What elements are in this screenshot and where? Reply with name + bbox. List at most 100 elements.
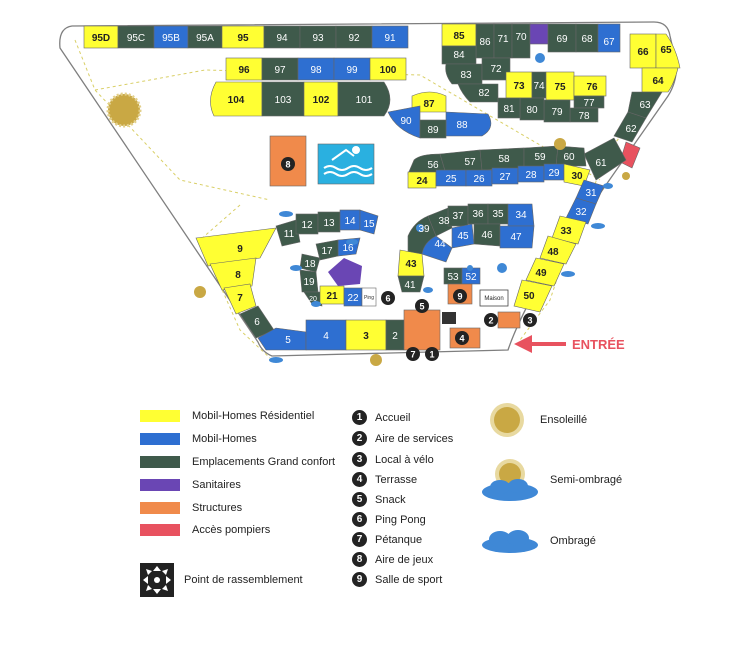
service-structure xyxy=(497,311,521,329)
pitch-65[interactable] xyxy=(655,33,681,69)
pitch-label: 5 xyxy=(285,335,291,346)
pitch-75[interactable] xyxy=(545,71,575,101)
pitch-100[interactable] xyxy=(369,57,407,81)
pitch-label: 104 xyxy=(228,95,245,106)
marker-4[interactable]: 4 xyxy=(455,331,469,345)
legend-label: Point de rassemblement xyxy=(184,574,303,586)
maison-label: Maison xyxy=(484,296,503,302)
pitch-4[interactable] xyxy=(305,319,347,351)
pitch-label: 28 xyxy=(525,170,537,181)
marker-9[interactable]: 9 xyxy=(453,289,467,303)
pitch-64[interactable] xyxy=(641,67,679,93)
sun-icon xyxy=(490,403,524,437)
pitch-label: 61 xyxy=(595,158,607,169)
pitch-33[interactable] xyxy=(551,215,587,245)
facility-number: 1 xyxy=(352,410,367,425)
pitch-label: 48 xyxy=(547,247,559,258)
swimmer-icon xyxy=(323,146,373,177)
pitch-47[interactable] xyxy=(499,225,535,249)
pitch-7[interactable] xyxy=(223,283,257,315)
pitch-label: 80 xyxy=(526,105,538,116)
pitch-41[interactable] xyxy=(397,275,425,293)
facility-number: 8 xyxy=(352,552,367,567)
pitch-label: 30 xyxy=(571,171,583,182)
pitch-label: 92 xyxy=(348,33,360,44)
facility-label: Aire de services xyxy=(375,432,454,445)
pitch-72[interactable] xyxy=(481,57,511,81)
svg-text:8: 8 xyxy=(285,160,290,170)
pitch-48[interactable] xyxy=(539,235,577,265)
pitch-label: 73 xyxy=(513,81,525,92)
pitch-88[interactable] xyxy=(445,111,492,137)
facility-label: Accueil xyxy=(375,411,411,424)
pitch-label: 79 xyxy=(551,107,563,118)
pitch-102[interactable] xyxy=(303,81,339,117)
pitch-73[interactable] xyxy=(505,71,533,99)
pitch-67[interactable] xyxy=(597,23,621,53)
facility-number: 2 xyxy=(352,431,367,446)
pitch-87[interactable] xyxy=(411,91,447,113)
pitch-103[interactable] xyxy=(261,81,305,117)
pitch-81[interactable] xyxy=(497,97,521,119)
legend-label: Ombragé xyxy=(550,535,596,547)
pitch-104[interactable] xyxy=(210,81,263,117)
pitch-60[interactable] xyxy=(555,145,587,167)
structures-accueil xyxy=(403,309,441,351)
facility-number: 5 xyxy=(352,492,367,507)
swatch-grand-confort xyxy=(140,456,180,468)
legend-label: Structures xyxy=(192,502,243,514)
shade-cloud xyxy=(591,223,605,229)
shade-cloud xyxy=(269,357,283,363)
pitch-label: 25 xyxy=(445,174,457,185)
pitch-101[interactable] xyxy=(337,81,391,117)
campsite-map: Ping Maison 1 2 3 xyxy=(59,21,681,366)
pitch-69[interactable] xyxy=(547,23,577,53)
pitch-66[interactable] xyxy=(629,33,657,69)
pitch-15[interactable] xyxy=(359,209,379,235)
pitch-label: 36 xyxy=(472,209,484,220)
legend-pompiers: Accès pompiers xyxy=(140,524,270,536)
sun-cloud-icon xyxy=(482,459,538,501)
pitch-label: 77 xyxy=(583,98,595,109)
pitch-61[interactable] xyxy=(583,137,627,181)
pitch-label: 35 xyxy=(492,209,504,220)
pitch-label: 86 xyxy=(479,37,491,48)
pitch-11[interactable] xyxy=(275,219,301,247)
marker-1[interactable]: 1 xyxy=(425,347,439,361)
marker-3[interactable]: 3 xyxy=(523,313,537,327)
pitch-label: 7 xyxy=(237,293,243,304)
pitch-17[interactable] xyxy=(315,239,339,261)
maison-building xyxy=(479,289,509,307)
pitch-9[interactable] xyxy=(195,227,277,267)
ping-pong-structure xyxy=(361,287,377,307)
facility-number: 6 xyxy=(352,512,367,527)
pitch-3[interactable] xyxy=(345,319,387,351)
pitch-82[interactable] xyxy=(457,83,499,103)
pitch-50[interactable] xyxy=(513,279,553,313)
ping-label: Ping xyxy=(364,295,374,301)
pitch-44[interactable] xyxy=(421,235,453,263)
marker-7[interactable]: 7 xyxy=(406,347,420,361)
pitch-label: 102 xyxy=(313,95,330,106)
pitch-label: 63 xyxy=(639,100,651,111)
pitch-49[interactable] xyxy=(525,257,565,287)
pitch-label: 95A xyxy=(196,33,214,44)
marker-8[interactable]: 8 xyxy=(281,157,295,171)
pitch-62[interactable] xyxy=(613,111,647,143)
pitch-label: 22 xyxy=(347,293,359,304)
facility-label: Ping Pong xyxy=(375,513,426,526)
marker-5[interactable]: 5 xyxy=(415,299,429,313)
pitch-8[interactable] xyxy=(209,257,257,291)
marker-2[interactable]: 2 xyxy=(484,313,498,327)
pitch-label: 19 xyxy=(303,277,315,288)
pitch-label: 29 xyxy=(548,168,560,179)
marker-6[interactable]: 6 xyxy=(381,291,395,305)
shade-dot xyxy=(497,263,507,273)
facility-number: 7 xyxy=(352,532,367,547)
svg-text:7: 7 xyxy=(410,350,415,360)
pitch-89[interactable] xyxy=(419,119,447,139)
pitch-91[interactable] xyxy=(371,25,409,49)
pitch-32[interactable] xyxy=(565,197,597,225)
shade-ensoleille: Ensoleillé xyxy=(484,400,587,440)
